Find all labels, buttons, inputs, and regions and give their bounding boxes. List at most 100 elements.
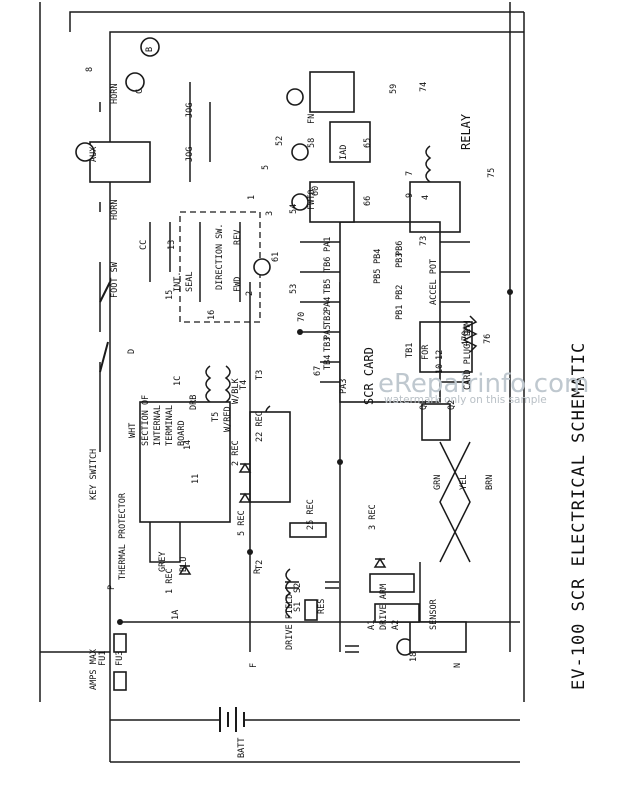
scr-card-pins-bottom <box>300 241 340 383</box>
fuse-fu3 <box>113 633 127 653</box>
label-pb4: PB4 <box>373 249 383 264</box>
wire-number-58: 58 <box>307 138 317 148</box>
wire-color-drb: DRB <box>189 395 199 410</box>
wire-number-61: 61 <box>271 252 281 262</box>
card-plug-crossed-wires <box>439 441 471 563</box>
label-q1: Q1 <box>419 400 429 410</box>
resistor-25-rec <box>289 522 327 538</box>
terminal-f <box>253 258 271 276</box>
label-iad: IAD <box>339 145 349 160</box>
relay-label: RELAY <box>459 113 473 150</box>
fwd-label: FWD <box>233 277 243 292</box>
wire-number-60: 60 <box>311 186 321 196</box>
wire-color-grey: GREY <box>158 552 168 572</box>
internal-terminal-board-box <box>139 401 231 523</box>
foot-sw-label: FOOT SW <box>110 261 120 298</box>
direction-sw-label: DIRECTION SW. <box>215 223 225 290</box>
sensor-box <box>409 621 467 653</box>
foot-switch-blade <box>99 281 111 303</box>
amps-max-label: AMPS MAX <box>89 648 99 690</box>
label-pa5: PA5 <box>323 325 333 340</box>
relay-coil <box>409 145 461 233</box>
label-b: B <box>145 47 155 52</box>
label-n: N <box>453 663 463 668</box>
key-switch-blade <box>99 341 109 373</box>
wire-number-54: 54 <box>289 204 299 214</box>
direction-switch-contacts <box>199 222 241 302</box>
wire-number-73: 73 <box>419 236 429 246</box>
label-tb6: TB6 <box>323 257 333 272</box>
wire-color-w-red: W/RED <box>223 406 233 432</box>
fwto-relay-box <box>309 181 355 223</box>
card-plug-2-box <box>421 403 451 441</box>
wire-number-470: 470 <box>461 331 471 346</box>
label-pa3: PA3 <box>339 379 349 394</box>
label-q2: Q2 <box>447 400 457 410</box>
fn-relay-box <box>309 71 355 113</box>
wire-color-blu: BLU <box>179 557 189 572</box>
terminal-b <box>140 37 160 57</box>
wire-color-brn: BRN <box>485 475 495 490</box>
wire-number-67: 67 <box>313 366 323 376</box>
fuse-fu1 <box>113 671 127 691</box>
wire-number-2: 2 <box>245 291 255 296</box>
label-t5: T5 <box>211 412 221 422</box>
label-pb6: PB6 <box>395 241 405 256</box>
rec-label-5: 5 REC <box>237 510 247 536</box>
wire-number-65: 65 <box>363 138 373 148</box>
fu1-label: FU1 <box>98 651 108 666</box>
accel-pot <box>419 315 478 373</box>
terminal-p <box>75 142 95 162</box>
wire-number-75: 75 <box>487 168 497 178</box>
wire-number-8: 8 <box>85 67 95 72</box>
label-t3: T3 <box>255 370 265 380</box>
wire-number-66: 66 <box>363 196 373 206</box>
rec-label-22: 22 REC <box>255 411 265 442</box>
terminal-r <box>291 193 309 211</box>
jog-switch-lines <box>189 82 211 182</box>
aux-label: AUX <box>89 146 99 162</box>
label-p: P <box>107 585 117 590</box>
schematic-title: EV-100 SCR ELECTRICAL SCHEMATIC <box>569 342 589 690</box>
rev-switch-label: REV <box>233 230 243 245</box>
label-pa1: PA1 <box>323 237 333 252</box>
wire-number-16: 16 <box>207 310 217 320</box>
wire-number-12: 12 <box>435 350 445 360</box>
label-tb4: TB4 <box>323 355 333 370</box>
accel-pot-label: ACCEL POT <box>429 259 439 305</box>
wire-number-70: 70 <box>297 312 307 322</box>
cc-contacts <box>149 222 171 282</box>
res-label: RES <box>317 599 327 614</box>
wire-number-59: 59 <box>389 84 399 94</box>
a1-label: A1 <box>367 620 377 630</box>
battery-symbol <box>110 707 520 732</box>
wire-number-1: 1 <box>247 195 257 200</box>
drive-field-label: DRIVE FIELD <box>285 594 295 650</box>
label-r-lower: R <box>253 568 263 574</box>
rec-label-1: 1 REC <box>165 568 175 594</box>
label-tb5: TB5 <box>323 279 333 294</box>
iad-relay-box <box>329 121 371 163</box>
scr-card-label: SCR CARD <box>362 347 376 405</box>
wire-number-14: 14 <box>183 440 193 450</box>
wire-number-74: 74 <box>419 82 429 92</box>
s1-label: S1 <box>293 602 303 612</box>
wire-number-15: 15 <box>165 290 175 300</box>
battery-negative-bus-wire <box>109 31 524 762</box>
wire-number-5: 5 <box>261 165 271 170</box>
jog-upper-label: JOG <box>185 103 195 118</box>
horn-upper-label: HORN <box>110 84 120 104</box>
label-pa4: PA4 <box>323 297 333 312</box>
rec-label-25: 25 REC <box>306 499 316 530</box>
key-switch-label: KEY SWITCH <box>89 449 99 500</box>
label-1c: 1C <box>173 376 183 386</box>
cc-label: CC <box>139 240 149 250</box>
label-1a: 1A <box>171 610 181 620</box>
label-tb3: TB3 <box>323 337 333 352</box>
label-for: FOR <box>421 344 431 360</box>
wire-number-76: 76 <box>483 334 493 344</box>
capacitors <box>285 581 359 653</box>
jog-lower-label: JOG <box>185 147 195 162</box>
label-t2: T2 <box>255 560 265 570</box>
wire-number-7: 7 <box>405 171 415 176</box>
